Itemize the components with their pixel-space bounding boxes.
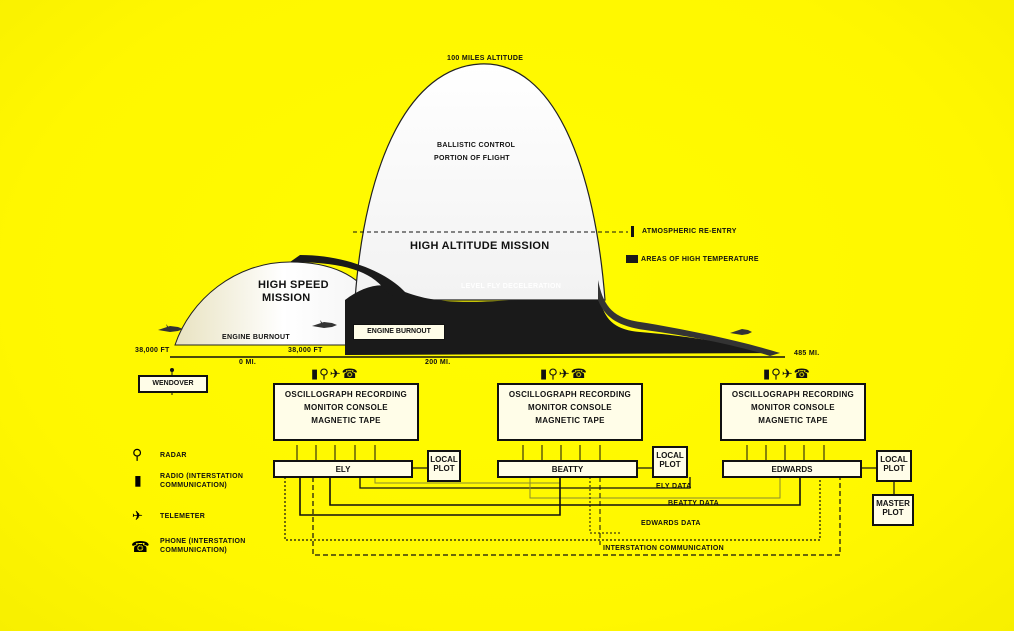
beatty-arrows [522, 445, 601, 460]
radio-icon: ▮ [763, 366, 772, 381]
legend-telemeter: TELEMETER [160, 513, 206, 520]
ely-local-plot-line1: LOCAL [430, 455, 458, 464]
airplane-icon [312, 320, 337, 328]
phone-icon: ☎ [570, 366, 588, 381]
wendover-box: WENDOVER [138, 375, 208, 393]
engine-burnout-right-box: ENGINE BURNOUT [353, 324, 445, 340]
ely-local-plot-line2: PLOT [433, 464, 455, 473]
high-temp-band-left [290, 255, 405, 298]
edwards-local-plot-line2: PLOT [883, 464, 905, 473]
telemeter-icon: ✈ [781, 366, 794, 381]
ely-oscillograph: OSCILLOGRAPH RECORDING [284, 390, 408, 399]
ely-local-plot: LOCAL PLOT [427, 450, 461, 482]
beatty-local-plot-line1: LOCAL [656, 451, 684, 460]
high-temp-band-right [598, 280, 780, 356]
ely-equipment-panel: OSCILLOGRAPH RECORDING MONITOR CONSOLE M… [273, 383, 419, 441]
radar-icon: ⚲ [548, 366, 559, 381]
airplane-icon [730, 329, 752, 335]
edwards-equipment-icons: ▮⚲✈☎ [763, 366, 823, 382]
radar-icon: ⚲ [132, 446, 143, 462]
high-temp-swatch [626, 255, 638, 263]
legend-radio-line2: COMMUNICATION) [160, 482, 228, 489]
ely-data-line [359, 477, 691, 489]
ely-arrows [296, 445, 376, 460]
master-plot-line1: MASTER [876, 499, 910, 508]
radar-icon: ⚲ [319, 366, 330, 381]
ely-station-bar: ELY [273, 460, 413, 478]
deceleration-area [345, 285, 780, 355]
edwards-local-plot-line1: LOCAL [880, 455, 908, 464]
edwards-magnetic-tape: MAGNETIC TAPE [758, 416, 828, 425]
high-speed-label-line2: MISSION [262, 292, 311, 304]
radio-icon: ▮ [311, 366, 320, 381]
ely-equipment-icons: ▮⚲✈☎ [311, 366, 371, 382]
beatty-data-line [329, 477, 801, 506]
legend-radio-line1: RADIO (INTERSTATION [160, 473, 244, 480]
peak-altitude-label: 100 MILES ALTITUDE [447, 55, 524, 62]
mile-0-label: 0 MI. [239, 359, 257, 366]
edwards-arrows [746, 445, 825, 460]
radar-icon: ⚲ [771, 366, 782, 381]
phone-icon: ☎ [793, 366, 811, 381]
beatty-local-plot: LOCAL PLOT [652, 446, 688, 478]
legend-phone-line2: COMMUNICATION) [160, 547, 228, 554]
ely-data-label: ELY DATA [656, 483, 692, 490]
interstation-line [312, 477, 841, 556]
ballistic-label-line2: PORTION OF FLIGHT [434, 155, 510, 162]
mile-200-label: 200 MI. [425, 359, 451, 366]
ballistic-arch [354, 63, 606, 301]
phone-icon: ☎ [341, 366, 359, 381]
beatty-local-plot-line2: PLOT [659, 460, 681, 469]
edwards-equipment-panel: OSCILLOGRAPH RECORDING MONITOR CONSOLE M… [720, 383, 866, 441]
phone-icon: ☎ [131, 539, 150, 556]
telemeter-icon: ✈ [132, 508, 143, 523]
beatty-oscillograph: OSCILLOGRAPH RECORDING [508, 390, 632, 399]
ballistic-label-line1: BALLISTIC CONTROL [437, 142, 516, 149]
telemeter-icon: ✈ [329, 366, 342, 381]
edwards-dotted-line [284, 477, 821, 541]
legend-radar: RADAR [160, 452, 187, 459]
legend-phone-line1: PHONE (INTERSTATION [160, 538, 246, 545]
edwards-data-line [299, 477, 561, 516]
radio-icon: ▮ [540, 366, 549, 381]
beatty-magnetic-tape: MAGNETIC TAPE [535, 416, 605, 425]
atmospheric-reentry-label: ATMOSPHERIC RE-ENTRY [642, 228, 737, 235]
edwards-data-label: EDWARDS DATA [641, 520, 701, 527]
engine-burnout-left-label: ENGINE BURNOUT [222, 334, 290, 341]
beatty-data-label: BEATTY DATA [668, 500, 720, 507]
master-plot-line2: PLOT [882, 508, 904, 517]
altitude-left-label: 38,000 FT [135, 347, 170, 354]
master-plot: MASTER PLOT [872, 494, 914, 526]
beatty-equipment-panel: OSCILLOGRAPH RECORDING MONITOR CONSOLE M… [497, 383, 643, 441]
altitude-mid-label: 38,000 FT [288, 347, 323, 354]
ely-monitor: MONITOR CONSOLE [304, 403, 388, 412]
beatty-station-bar: BEATTY [497, 460, 638, 478]
edwards-monitor: MONITOR CONSOLE [751, 403, 835, 412]
reentry-marker [631, 226, 634, 237]
interstation-label: INTERSTATION COMMUNICATION [603, 545, 724, 552]
mile-485-label: 485 MI. [794, 350, 820, 357]
radio-icon: ▮ [134, 472, 142, 488]
edwards-oscillograph: OSCILLOGRAPH RECORDING [731, 390, 855, 399]
high-speed-label-line1: HIGH SPEED [258, 279, 329, 291]
beatty-monitor: MONITOR CONSOLE [528, 403, 612, 412]
level-fly-deceleration-label: LEVEL FLY DECELERATION [461, 283, 562, 290]
telemeter-icon: ✈ [558, 366, 571, 381]
edwards-local-plot: LOCAL PLOT [876, 450, 912, 482]
airplane-icon [158, 324, 183, 332]
high-altitude-mission-label: HIGH ALTITUDE MISSION [410, 240, 550, 252]
ely-magnetic-tape: MAGNETIC TAPE [311, 416, 381, 425]
beatty-data-line-2 [529, 477, 781, 499]
edwards-station-bar: EDWARDS [722, 460, 862, 478]
beatty-equipment-icons: ▮⚲✈☎ [540, 366, 600, 382]
high-temperature-label: AREAS OF HIGH TEMPERATURE [641, 256, 759, 263]
